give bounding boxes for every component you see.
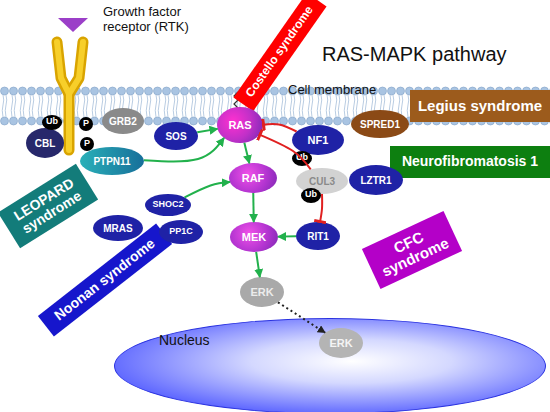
node-text: RAS: [228, 119, 251, 131]
protein-oval: SHOC2: [145, 194, 191, 216]
protein-oval: PP1C: [159, 220, 203, 244]
syndrome-box: CFC syndrome: [362, 211, 462, 289]
protein-oval: ERK: [240, 277, 284, 307]
node-text: CFC syndrome: [364, 216, 460, 284]
protein-oval: MRAS: [93, 215, 143, 241]
node-text: RIT1: [307, 231, 329, 242]
protein-oval: LZTR1: [349, 165, 403, 195]
node-text: Noonan syndrome: [52, 236, 158, 324]
pathway-connector: [185, 182, 230, 197]
ubiquitin-tag: Ub: [292, 151, 312, 166]
node-text: GRB2: [109, 116, 137, 127]
diagram-title: RAS-MAPK pathway: [322, 43, 507, 66]
protein-oval: PTPN11: [80, 147, 144, 175]
pathway-connector: [244, 143, 249, 163]
node-text: SOS: [165, 131, 186, 142]
pathway-connector: [256, 252, 260, 277]
node-text: Neurofibromatosis 1: [402, 154, 538, 169]
node-text: ERK: [250, 286, 273, 298]
pathway-connector: [197, 129, 217, 132]
syndrome-box: Legius syndrome: [410, 90, 550, 122]
node-text: P: [83, 119, 89, 129]
protein-oval: RAS: [217, 107, 263, 143]
node-text: SHOC2: [152, 200, 183, 210]
protein-oval: ERK: [319, 328, 363, 358]
protein-oval: MEK: [230, 222, 278, 252]
node-text: PTPN11: [93, 156, 130, 167]
node-text: Ub: [46, 117, 58, 127]
node-text: Nucleus: [159, 333, 210, 348]
node-text: CBL: [35, 138, 56, 149]
node-text: LZTR1: [360, 175, 391, 186]
node-text: Ub: [296, 153, 308, 163]
syndrome-box: Neurofibromatosis 1: [390, 146, 550, 178]
pathway-connector: [278, 235, 296, 237]
pathway-connector: [263, 124, 297, 132]
ubiquitin-tag: Ub: [301, 188, 321, 203]
node-text: SPRED1: [360, 119, 400, 130]
phosphate-tag: P: [80, 137, 94, 151]
protein-oval: SOS: [154, 122, 198, 150]
growth-factor-ligand: [58, 18, 88, 32]
node-text: NF1: [308, 134, 329, 146]
node-text: MRAS: [103, 223, 132, 234]
node-text: CUL3: [309, 176, 335, 187]
node-text: Legius syndrome: [418, 98, 542, 115]
syndrome-box: Noonan syndrome: [38, 224, 172, 337]
protein-oval: SPRED1: [351, 110, 409, 138]
node-text: MEK: [242, 231, 266, 243]
node-text: Ub: [305, 190, 317, 200]
pathway-connector: [320, 194, 322, 222]
node-text: PP1C: [169, 227, 193, 237]
protein-oval: RIT1: [296, 222, 340, 250]
node-text: ERK: [329, 337, 352, 349]
node-text: P: [84, 139, 90, 149]
syndrome-box: LEOPARD syndrome: [0, 164, 98, 248]
node-text: RAF: [242, 172, 265, 184]
membrane-label: Cell membrane: [288, 82, 408, 97]
nucleus-ellipse: Nucleus ERK: [114, 318, 546, 412]
phosphate-tag: P: [79, 117, 93, 131]
pathway-connector: [252, 193, 254, 222]
receptor-label: Growth factor receptor (RTK): [103, 4, 203, 34]
node-text: LEOPARD syndrome: [1, 169, 95, 244]
protein-oval: RAF: [229, 163, 277, 193]
protein-oval: GRB2: [102, 108, 144, 134]
ubiquitin-tag: Ub: [42, 115, 62, 130]
protein-oval: CBL: [26, 128, 64, 158]
